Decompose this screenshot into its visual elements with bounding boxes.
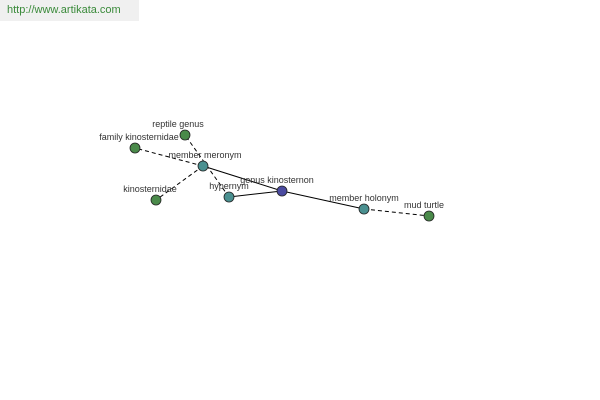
label-genus-kinosternon[interactable]: genus kinosternon (240, 175, 314, 185)
edge-genus-kinosternon-to-member-meronym (202, 165, 283, 192)
label-member-holonym[interactable]: member holonym (329, 193, 399, 203)
label-hypernym[interactable]: hypernym (209, 181, 249, 191)
node-mud-turtle[interactable] (423, 210, 435, 222)
node-member-meronym[interactable] (197, 160, 209, 172)
label-reptile-genus[interactable]: reptile genus (152, 119, 204, 129)
label-mud-turtle[interactable]: mud turtle (404, 200, 444, 210)
graph-nodes (129, 129, 435, 222)
edge-member-meronym-to-family-kinosternidae (134, 147, 204, 167)
node-kinosternidae[interactable] (150, 194, 162, 206)
edge-genus-kinosternon-to-hypernym (228, 190, 283, 198)
label-family-kinosternidae[interactable]: family kinosternidae (99, 132, 179, 142)
node-hypernym[interactable] (223, 191, 235, 203)
edge-genus-kinosternon-to-member-holonym (281, 190, 365, 210)
watermark-url: http://www.artikata.com (0, 0, 139, 21)
node-member-holonym[interactable] (358, 203, 370, 215)
node-genus-kinosternon[interactable] (276, 185, 288, 197)
label-member-meronym[interactable]: member meronym (168, 150, 241, 160)
node-family-kinosternidae[interactable] (129, 142, 141, 154)
label-kinosternidae[interactable]: kinosternidae (123, 184, 177, 194)
node-reptile-genus[interactable] (179, 129, 191, 141)
edge-member-meronym-to-kinosternidae (155, 165, 204, 201)
edge-member-holonym-to-mud-turtle (363, 208, 430, 217)
